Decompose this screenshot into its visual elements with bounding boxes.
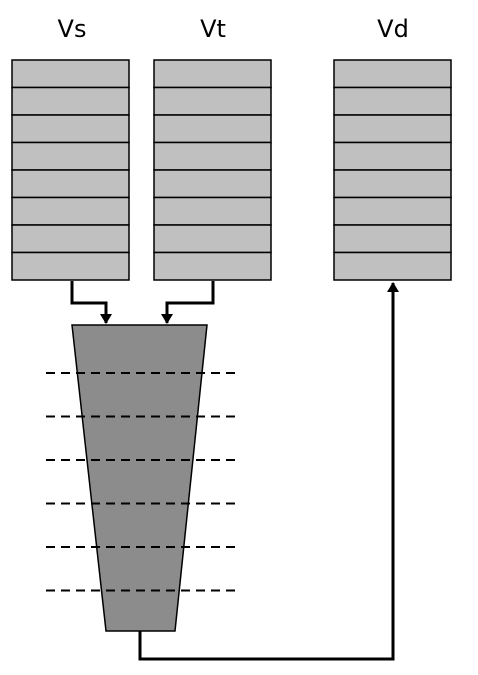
- register-vt-element: [153, 169, 272, 199]
- register-vs-label: Vs: [58, 15, 87, 43]
- pipeline-functional-unit: [71, 324, 208, 632]
- register-vs-element: [11, 224, 130, 254]
- register-vt-element: [153, 224, 272, 254]
- register-vs-element: [11, 196, 130, 226]
- register-vs-element: [11, 251, 130, 281]
- register-vd-element: [333, 86, 452, 116]
- vt-to-unit-arrow: [161, 281, 215, 324]
- register-vt-element: [153, 251, 272, 281]
- register-vt-element: [153, 141, 272, 171]
- register-vs-element: [11, 86, 130, 116]
- pipeline-stage-lines: [46, 372, 238, 592]
- register-vs: [11, 59, 130, 281]
- register-vs-element: [11, 59, 130, 89]
- register-vs-element: [11, 114, 130, 144]
- register-vd-element: [333, 224, 452, 254]
- unit-to-vd-arrow: [138, 282, 399, 661]
- register-vd-element: [333, 169, 452, 199]
- register-vt-element: [153, 59, 272, 89]
- register-vd-element: [333, 196, 452, 226]
- register-vs-element: [11, 141, 130, 171]
- register-vt-element: [153, 196, 272, 226]
- register-vt-label: Vt: [200, 15, 226, 43]
- register-vd-element: [333, 141, 452, 171]
- register-vd-element: [333, 114, 452, 144]
- register-vd-label: Vd: [377, 15, 409, 43]
- register-vt-element: [153, 86, 272, 116]
- register-vt: [153, 59, 272, 281]
- register-vd-element: [333, 59, 452, 89]
- register-vd: [333, 59, 452, 281]
- register-vd-element: [333, 251, 452, 281]
- vs-to-unit-arrow: [70, 281, 112, 324]
- register-vs-element: [11, 169, 130, 199]
- register-vt-element: [153, 114, 272, 144]
